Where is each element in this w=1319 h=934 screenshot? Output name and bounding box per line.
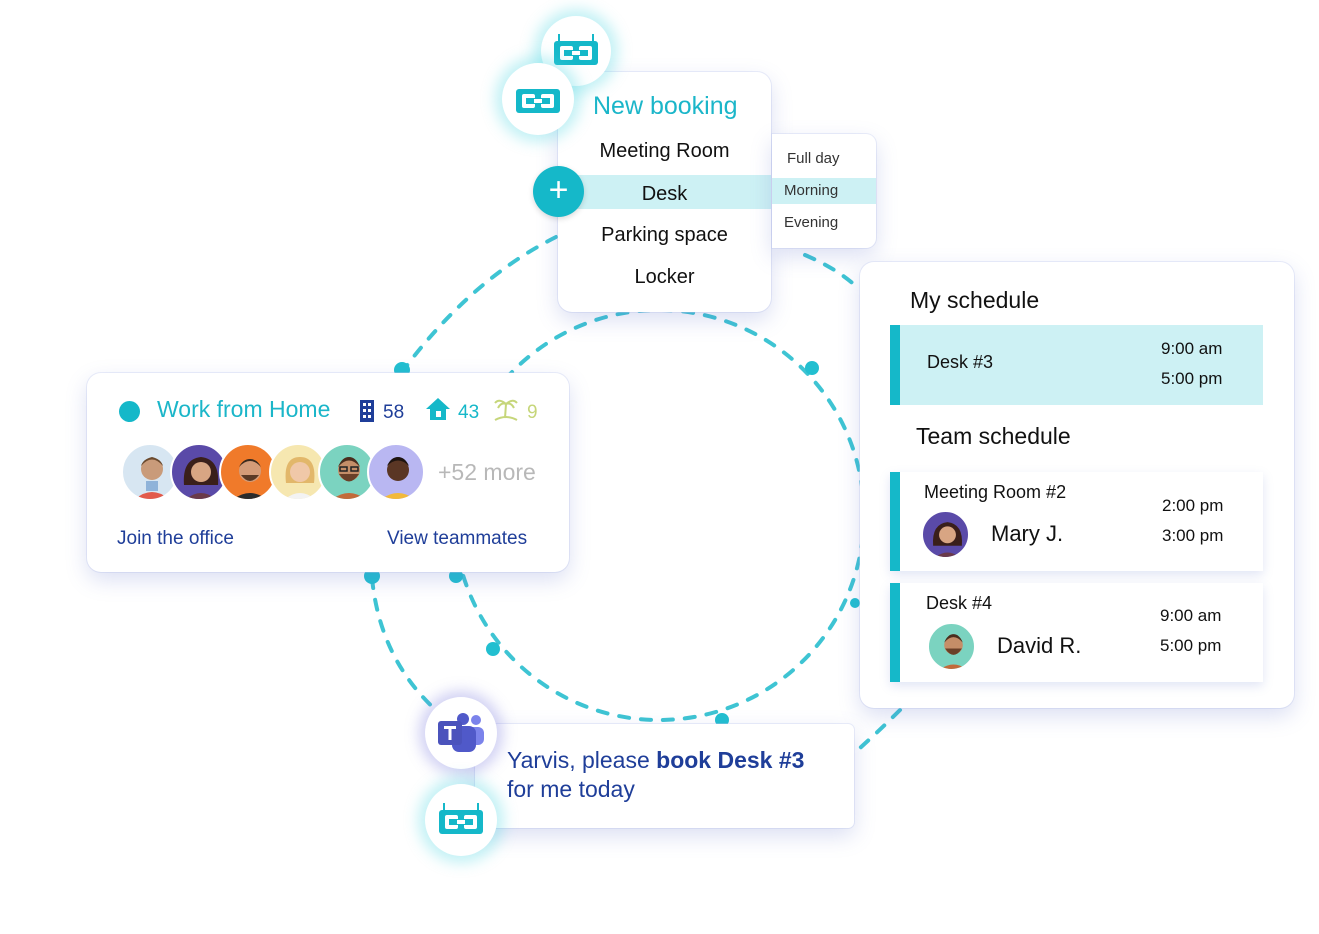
slot-accent-bar [890,325,900,405]
my-booking-slot[interactable] [890,325,1263,405]
menu-item-meeting-room[interactable]: Meeting Room [599,140,730,162]
bot-icon-chat [425,784,497,856]
bot-icon-menu [502,63,574,135]
bot-face-icon [554,34,598,65]
menu-item-desk[interactable]: Desk [558,175,771,209]
slot-accent-bar [890,583,900,682]
bot-face-icon [516,89,560,113]
avatar[interactable] [121,443,179,501]
avatar[interactable] [170,443,228,501]
more-teammates-count[interactable]: +52 more [438,459,536,485]
my-booking-end: 5:00 pm [1161,369,1223,388]
menu-item-locker[interactable]: Locker [634,266,695,288]
time-option-full-day[interactable]: Full day [787,150,840,167]
avatar[interactable] [367,443,425,501]
time-option-evening[interactable]: Evening [784,214,839,231]
chat-prefix: Yarvis, please [507,747,657,773]
add-booking-button[interactable]: + [533,166,584,217]
team-slot-end: 3:00 pm [1162,526,1224,545]
avatar[interactable] [269,443,327,501]
office-building-icon [360,400,374,422]
my-booking-title: Desk #3 [927,352,994,372]
my-booking-start: 9:00 am [1161,339,1223,358]
chat-suffix: for me today [507,776,635,802]
home-icon [426,398,450,420]
view-teammates-link[interactable]: View teammates [387,528,528,549]
menu-item-parking-space[interactable]: Parking space [601,224,728,246]
team-slot-person: David R. [997,633,1082,658]
my-schedule-title: My schedule [910,287,1040,313]
chat-bold: book Desk #3 [656,747,805,773]
wfh-title: Work from Home [157,396,331,422]
avatar [927,622,976,671]
team-schedule-title: Team schedule [916,423,1071,449]
team-slot-title: Desk #4 [926,593,993,613]
bot-face-icon [439,803,483,834]
status-dot [119,401,140,422]
avatar[interactable] [318,443,376,501]
join-office-link[interactable]: Join the office [117,528,234,549]
team-slot-title: Meeting Room #2 [924,482,1067,502]
teams-icon [425,697,497,769]
time-option-morning[interactable]: Morning [772,178,876,204]
avatar [921,510,970,559]
vacation-count: 9 [527,402,538,423]
team-slot-start: 9:00 am [1160,606,1222,625]
slot-accent-bar [890,472,900,571]
vacation-palm-icon [494,399,518,421]
office-count: 58 [383,402,405,423]
chat-message-text: Yarvis, please book Desk #3 for me today [507,746,804,804]
avatar[interactable] [219,443,277,501]
chat-message-card [475,724,854,828]
home-count: 43 [458,402,480,423]
team-slot-person: Mary J. [991,521,1064,546]
new-booking-title: New booking [593,92,738,120]
bot-icon-top [541,16,611,86]
team-slot-start: 2:00 pm [1162,496,1224,515]
team-slot-end: 5:00 pm [1160,636,1222,655]
microsoft-teams-icon [438,713,484,752]
